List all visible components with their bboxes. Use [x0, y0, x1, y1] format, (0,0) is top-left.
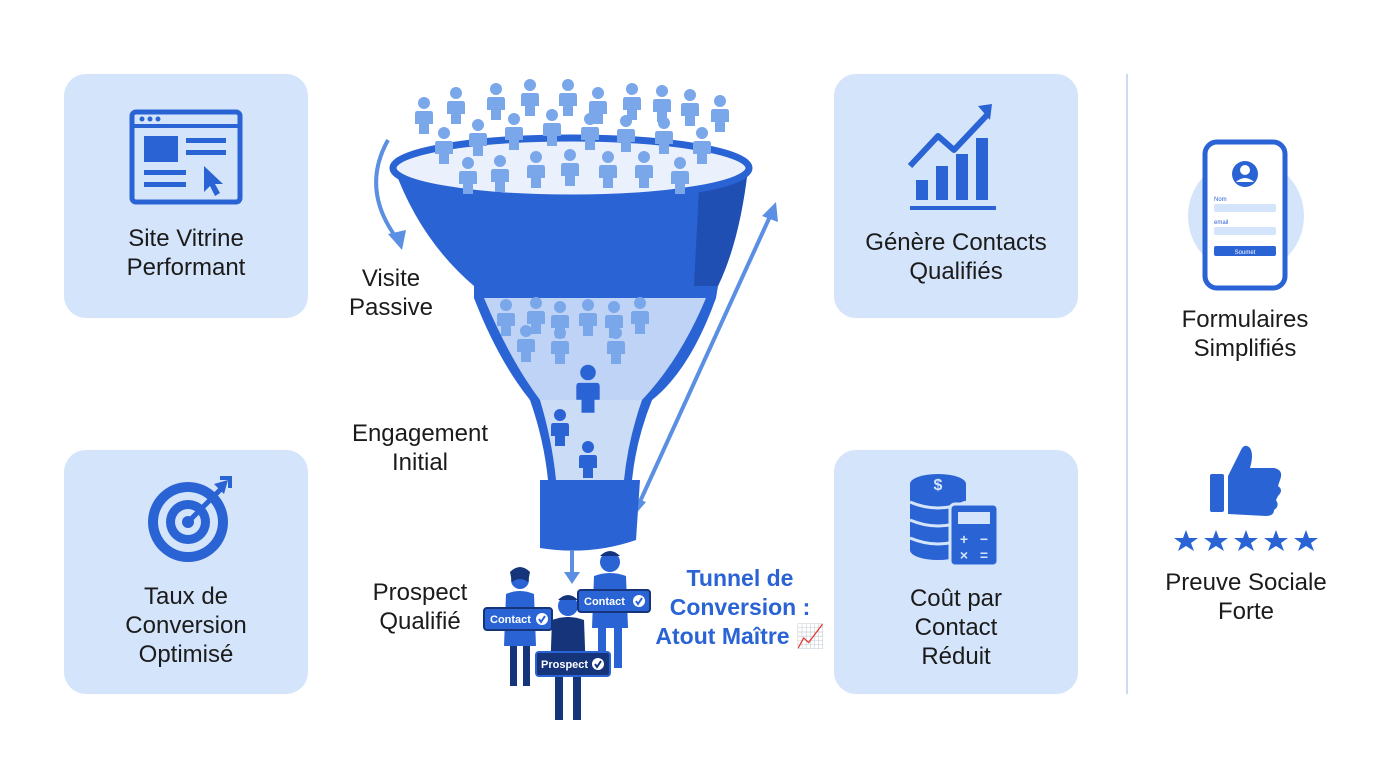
label-formulaires-simplifies: Formulaires Simplifiés [1181, 306, 1309, 362]
svg-text:=: = [980, 547, 988, 563]
tag-prospect: Prospect [535, 651, 611, 677]
target-icon [148, 476, 232, 562]
tag-prospect-text: Prospect [541, 659, 588, 671]
card-contacts-label: Génère Contacts Qualifiés [865, 229, 1047, 285]
tag-contact-left-text: Contact [490, 614, 531, 626]
card-site-vitrine: Site Vitrine Performant [64, 74, 308, 318]
card-site-label: Site Vitrine Performant [126, 225, 246, 281]
double-arrow-right-icon [636, 211, 774, 507]
stage-engagement-initial: Engagement Initial [351, 420, 489, 476]
svg-text:$: $ [934, 477, 943, 494]
tag-contact-right-text: Contact [584, 596, 625, 608]
prospect-group-illustration [504, 551, 628, 720]
curved-arrow-left-icon [374, 139, 400, 242]
card-cout-contact: $ + − × = Coût par Contact Réduit [834, 450, 1078, 694]
stage-prospect-qualifie: Prospect Qualifié [372, 579, 468, 635]
tag-contact-right: Contact [577, 589, 651, 613]
card-cout-label: Coût par Contact Réduit [909, 585, 1003, 670]
phone-field2-label: email [1214, 220, 1228, 226]
card-taux-label: Taux de Conversion Optimisé [125, 583, 247, 668]
vertical-divider [1126, 74, 1128, 694]
coins-calculator-icon: $ + − × = [909, 474, 1000, 568]
svg-text:+: + [960, 531, 968, 547]
card-contacts-qualifies: Génère Contacts Qualifiés [834, 74, 1078, 318]
stage-visite-passive: Visite Passive [348, 265, 434, 321]
svg-text:×: × [960, 547, 968, 563]
tag-contact-left: Contact [483, 607, 553, 631]
thumbs-up-stars-icon [1174, 445, 1318, 551]
website-cursor-icon [129, 109, 243, 205]
svg-text:−: − [980, 531, 988, 547]
growth-chart-icon [907, 104, 996, 210]
phone-field1-label: Nom [1214, 197, 1227, 203]
diagram-title: Tunnel de Conversion : Atout Maître 📈 [655, 565, 825, 649]
phone-submit-label: Soumet [1235, 250, 1256, 256]
label-preuve-sociale-forte: Preuve Sociale Forte [1165, 569, 1327, 625]
phone-form-icon: Nom email Soumet [1188, 139, 1304, 291]
card-taux-conversion: Taux de Conversion Optimisé [64, 450, 308, 694]
